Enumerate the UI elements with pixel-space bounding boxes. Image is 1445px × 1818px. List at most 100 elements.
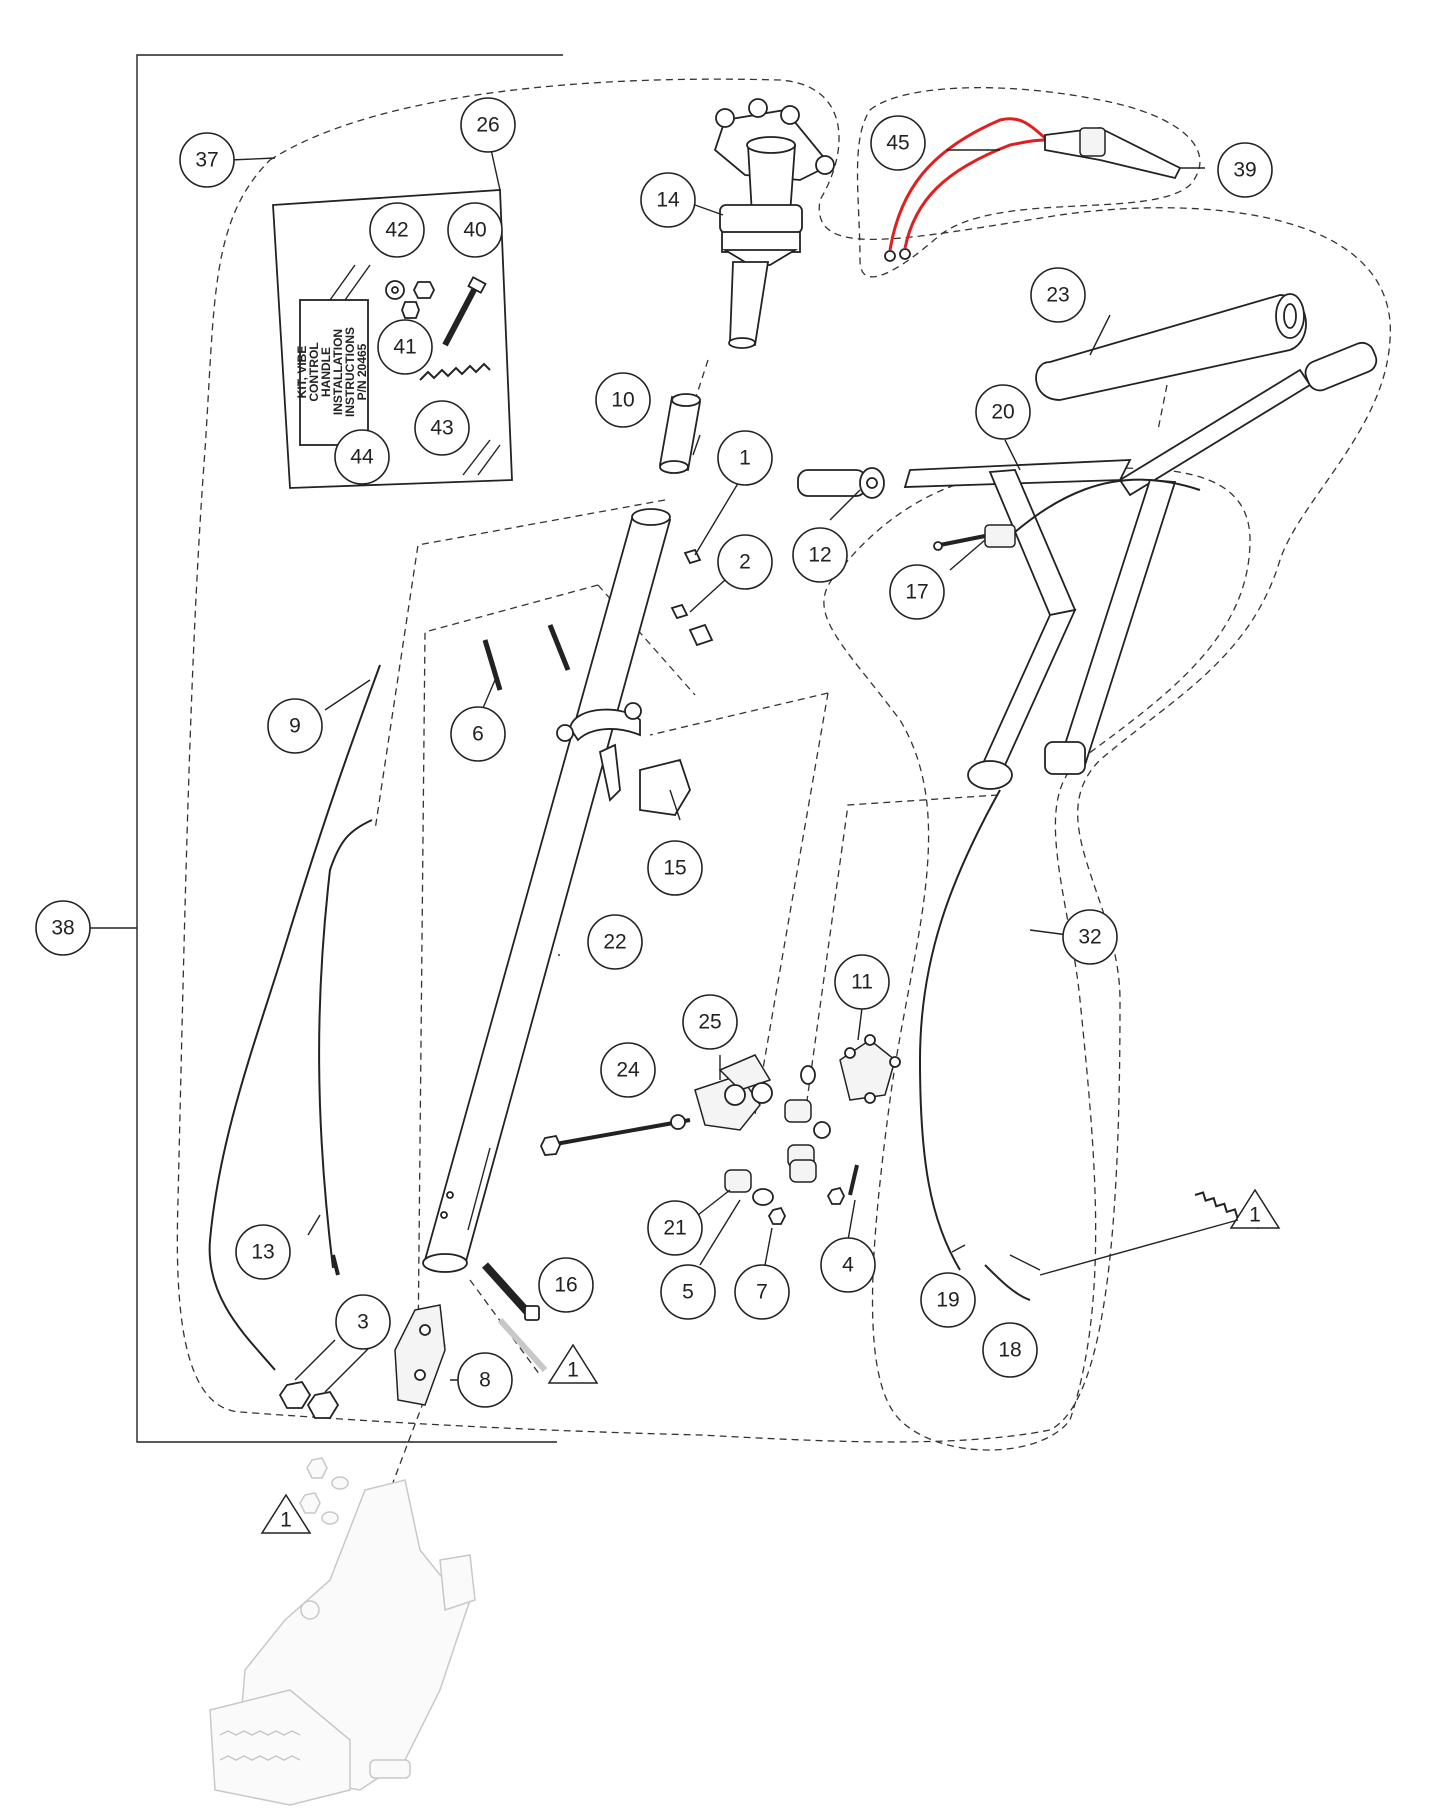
svg-text:39: 39 [1233, 159, 1256, 182]
callout-13: 13 [235, 1224, 291, 1280]
pivot-assembly [540, 1034, 901, 1225]
control-head [713, 98, 835, 349]
warning-triangle: 1 [1229, 1188, 1281, 1229]
svg-text:5: 5 [682, 1281, 694, 1304]
svg-text:45: 45 [886, 132, 909, 155]
svg-text:44: 44 [350, 446, 374, 469]
callout-20: 20 [975, 384, 1031, 440]
callout-4: 4 [820, 1237, 876, 1293]
callout-41: 41 [377, 319, 433, 375]
svg-text:26: 26 [476, 114, 499, 137]
svg-text:24: 24 [616, 1059, 640, 1082]
sheet-line-3: HANDLE [319, 347, 333, 397]
callout-39: 39 [1217, 142, 1273, 198]
callout-leaders [229, 144, 1239, 1393]
callout-37: 37 [179, 132, 235, 188]
callout-26: 26 [460, 97, 516, 153]
svg-text:13: 13 [251, 1241, 274, 1264]
callout-8: 8 [457, 1352, 513, 1408]
cables [208, 664, 1260, 1371]
callout-21: 21 [647, 1200, 703, 1256]
svg-text:42: 42 [385, 219, 408, 242]
bracket-15 [598, 743, 691, 816]
callout-11: 11 [834, 954, 890, 1010]
handlebar [797, 341, 1378, 790]
sheet-line-2: CONTROL [307, 342, 321, 401]
throttle-lever [933, 524, 1016, 551]
svg-text:21: 21 [663, 1217, 686, 1240]
svg-text:19: 19 [936, 1289, 959, 1312]
svg-text:14: 14 [656, 189, 680, 212]
callout-45: 45 [870, 115, 926, 171]
callout-43: 43 [414, 400, 470, 456]
callout-6: 6 [450, 706, 506, 762]
sleeve-10 [658, 393, 702, 474]
svg-text:1: 1 [739, 447, 751, 470]
svg-text:20: 20 [991, 401, 1014, 424]
callout-40: 40 [447, 202, 503, 258]
svg-text:9: 9 [289, 715, 301, 738]
grip-23 [1035, 293, 1307, 401]
svg-text:18: 18 [998, 1339, 1021, 1362]
screws-1-2 [670, 548, 714, 647]
callout-17: 17 [889, 564, 945, 620]
svg-text:10: 10 [611, 389, 634, 412]
callout-42: 42 [369, 202, 425, 258]
svg-text:25: 25 [698, 1011, 721, 1034]
boundary-37 [176, 78, 1391, 1443]
svg-text:41: 41 [393, 336, 416, 359]
sheet-line-1: KIT, VIBE [295, 346, 309, 399]
callout-5: 5 [660, 1264, 716, 1320]
nuts-3 [278, 1380, 340, 1419]
warning-triangle: 1 [260, 1493, 312, 1534]
svg-text:12: 12 [808, 544, 831, 567]
svg-text:4: 4 [842, 1254, 854, 1277]
svg-text:2: 2 [739, 551, 751, 574]
warning-label: 1 [567, 1359, 579, 1382]
callout-18: 18 [982, 1322, 1038, 1378]
callout-22: 22 [587, 914, 643, 970]
callout-16: 16 [538, 1257, 594, 1313]
clamp-bracket [482, 624, 642, 742]
callout-24: 24 [600, 1042, 656, 1098]
callout-19: 19 [920, 1272, 976, 1328]
callout-10: 10 [595, 372, 651, 428]
warning-triangle: 1 [547, 1343, 599, 1384]
callout-7: 7 [734, 1264, 790, 1320]
wire-kit [884, 117, 1182, 262]
svg-text:8: 8 [479, 1369, 491, 1392]
boundary-32 [823, 467, 1251, 1451]
svg-text:3: 3 [357, 1311, 369, 1334]
callout-9: 9 [267, 698, 323, 754]
bolt-16 [482, 1262, 548, 1373]
callout-2: 2 [717, 534, 773, 590]
svg-text:6: 6 [472, 723, 484, 746]
sheet-line-4: INSTALLATION [331, 329, 345, 415]
svg-text:7: 7 [756, 1281, 768, 1304]
svg-text:17: 17 [905, 581, 928, 604]
svg-text:37: 37 [195, 149, 218, 172]
callout-12: 12 [792, 527, 848, 583]
svg-text:43: 43 [430, 417, 453, 440]
svg-text:40: 40 [463, 219, 486, 242]
svg-text:15: 15 [663, 857, 686, 880]
warning-label: 1 [1249, 1204, 1261, 1227]
callout-1: 1 [717, 430, 773, 486]
boundary-39 [856, 87, 1201, 278]
callout-25: 25 [682, 994, 738, 1050]
ghost-frame [209, 1457, 476, 1806]
callout-32: 32 [1062, 909, 1118, 965]
sheet-line-6: P/N 20465 [355, 343, 369, 400]
sheet-line-5: INSTRUCTIONS [343, 327, 357, 417]
svg-text:38: 38 [51, 917, 74, 940]
callout-14: 14 [640, 172, 696, 228]
kit-bracket [88, 54, 563, 1443]
callout-23: 23 [1030, 267, 1086, 323]
svg-text:16: 16 [554, 1274, 577, 1297]
svg-text:32: 32 [1078, 926, 1101, 949]
warning-label: 1 [280, 1509, 292, 1532]
coupler-8 [394, 1304, 446, 1406]
callout-38: 38 [35, 900, 91, 956]
svg-text:22: 22 [603, 931, 626, 954]
